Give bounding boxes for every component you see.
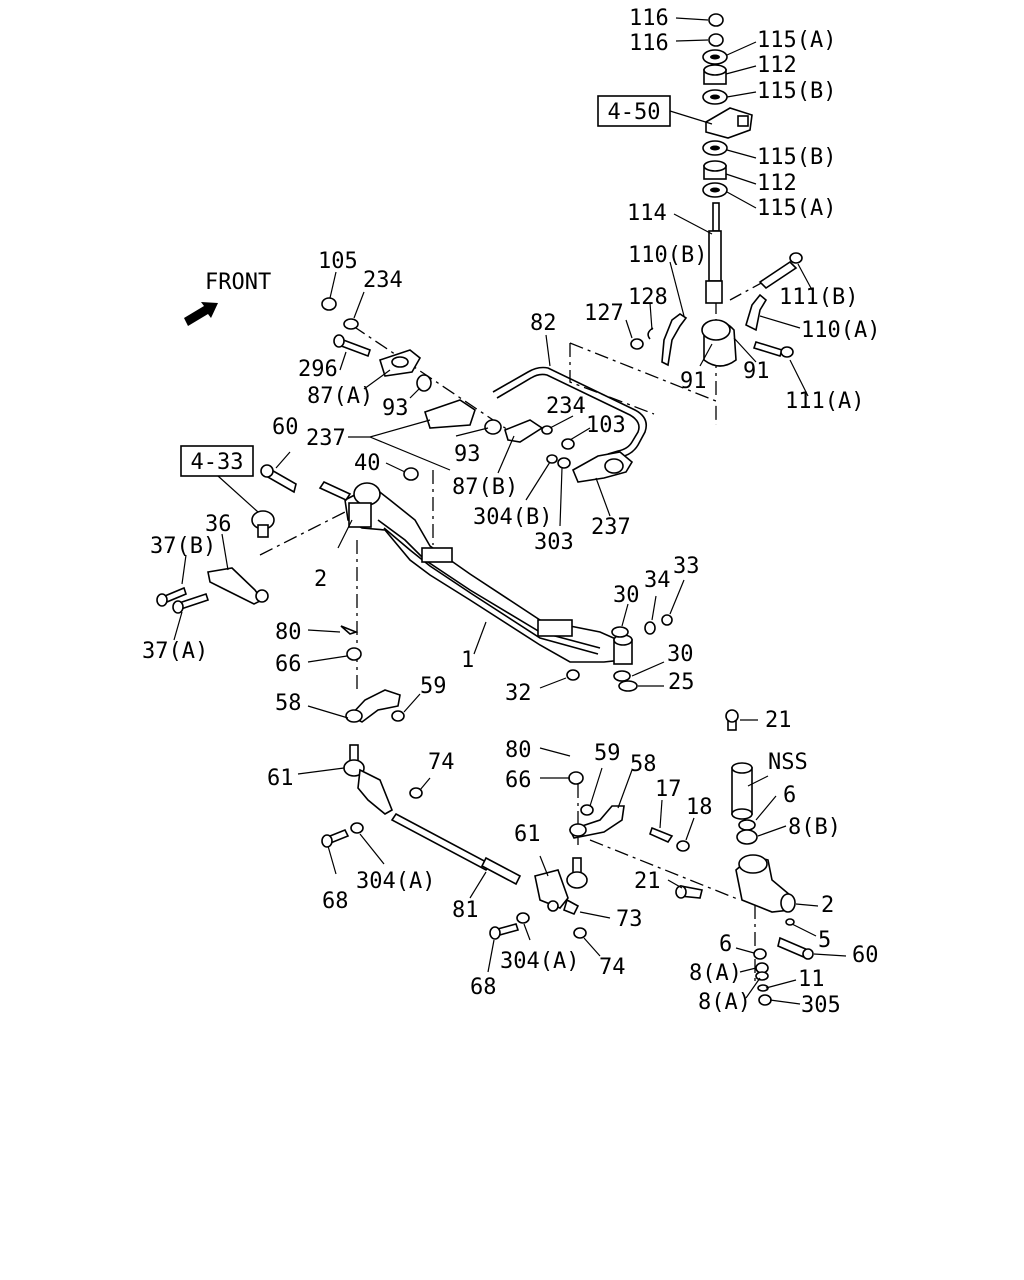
callout-label: 110(A) (801, 318, 880, 343)
stabilizer-bar (492, 366, 648, 483)
callout-label: 60 (272, 415, 299, 440)
callout-label: 304(B) (473, 505, 552, 530)
callout-label: 36 (205, 512, 232, 537)
left-steering-linkage (321, 647, 423, 848)
callout-label: 105 (318, 249, 358, 274)
callout-label: 87(B) (452, 475, 518, 500)
tie-rod (390, 812, 522, 886)
callout-label: 73 (616, 907, 643, 932)
callout-label: 68 (322, 889, 349, 914)
callout-label: 115(B) (757, 145, 836, 170)
callout-label: 237 (591, 515, 631, 540)
callout-label: 11 (798, 967, 825, 992)
callout-label: 33 (673, 554, 700, 579)
callout-label: 8(A) (689, 961, 742, 986)
pitman-arm (156, 464, 359, 635)
callout-label: 111(A) (785, 389, 864, 414)
callout-label: 116 (629, 6, 669, 31)
callout-label: 304(A) (500, 949, 579, 974)
callout-label: 59 (594, 741, 621, 766)
callout-label: 115(A) (757, 28, 836, 53)
callout-label: 60 (852, 943, 879, 968)
callout-label: 81 (452, 898, 479, 923)
callout-label: 103 (586, 413, 626, 438)
stabilizer-link-stack (702, 13, 753, 304)
callout-label: 66 (505, 768, 532, 793)
stabilizer-brackets (630, 252, 803, 367)
leader-lines (173, 17, 847, 1005)
ref-box-label: 4-50 (608, 100, 661, 125)
callout-label: 58 (275, 691, 302, 716)
callout-label: 74 (428, 750, 455, 775)
callout-label: 8(A) (698, 990, 751, 1015)
callout-label: 304(A) (356, 869, 435, 894)
ref-box-4-33[interactable]: 4-33 (180, 445, 254, 477)
callout-label: 21 (634, 869, 661, 894)
callout-label: 21 (765, 708, 792, 733)
callout-label: 115(A) (757, 196, 836, 221)
callout-label: 5 (818, 928, 831, 953)
callout-label: 17 (655, 777, 682, 802)
callout-label: 237 (306, 426, 346, 451)
callout-label: 116 (629, 31, 669, 56)
callout-label: 303 (534, 530, 574, 555)
callout-label: 18 (686, 795, 713, 820)
callout-label: 93 (382, 396, 409, 421)
callout-label: 8(B) (788, 815, 841, 840)
ref-box-label: 4-33 (191, 450, 244, 475)
callout-label: 80 (275, 620, 302, 645)
callout-label: 87(A) (307, 384, 373, 409)
callout-label: 6 (719, 932, 732, 957)
callout-label: 61 (514, 822, 541, 847)
callout-label: 110(B) (628, 243, 707, 268)
callout-label: 58 (630, 752, 657, 777)
callout-labels: 116 116 115(A) 112 115(B) 115(B) 112 115… (142, 6, 880, 1018)
callout-label: 112 (757, 171, 797, 196)
callout-label: 37(B) (150, 534, 216, 559)
callout-label: NSS (768, 750, 808, 775)
callout-label: 66 (275, 652, 302, 677)
callout-label: 68 (470, 975, 497, 1000)
front-label: FRONT (205, 270, 271, 295)
ref-box-4-50[interactable]: 4-50 (597, 95, 671, 127)
callout-label: 112 (757, 53, 797, 78)
callout-label: 1 (461, 648, 474, 673)
callout-label: 296 (298, 357, 338, 382)
callout-label: 111(B) (779, 285, 858, 310)
callout-label: 127 (584, 301, 624, 326)
callout-label: 6 (783, 783, 796, 808)
front-axle-beam (344, 482, 673, 692)
callout-label: 2 (821, 893, 834, 918)
callout-label: 2 (314, 567, 327, 592)
callout-label: 234 (546, 394, 586, 419)
callout-label: 82 (530, 311, 557, 336)
callout-label: 128 (628, 285, 668, 310)
callout-label: 30 (667, 642, 694, 667)
callout-label: 115(B) (757, 79, 836, 104)
callout-label: 74 (599, 955, 626, 980)
callout-label: 305 (801, 993, 841, 1018)
callout-label: 114 (627, 201, 667, 226)
callout-label: 34 (644, 568, 671, 593)
callout-label: 59 (420, 674, 447, 699)
front-arrow-icon (184, 302, 218, 326)
callout-label: 32 (505, 681, 532, 706)
right-steering-linkage (489, 771, 625, 940)
steering-knuckle (649, 709, 814, 1006)
callout-label: 25 (668, 670, 695, 695)
callout-label: 80 (505, 738, 532, 763)
callout-label: 61 (267, 766, 294, 791)
callout-label: 91 (680, 369, 707, 394)
callout-label: 37(A) (142, 639, 208, 664)
callout-label: 91 (743, 359, 770, 384)
callout-label: 234 (363, 268, 403, 293)
callout-label: 93 (454, 442, 481, 467)
callout-label: 30 (613, 583, 640, 608)
callout-label: 40 (354, 451, 381, 476)
